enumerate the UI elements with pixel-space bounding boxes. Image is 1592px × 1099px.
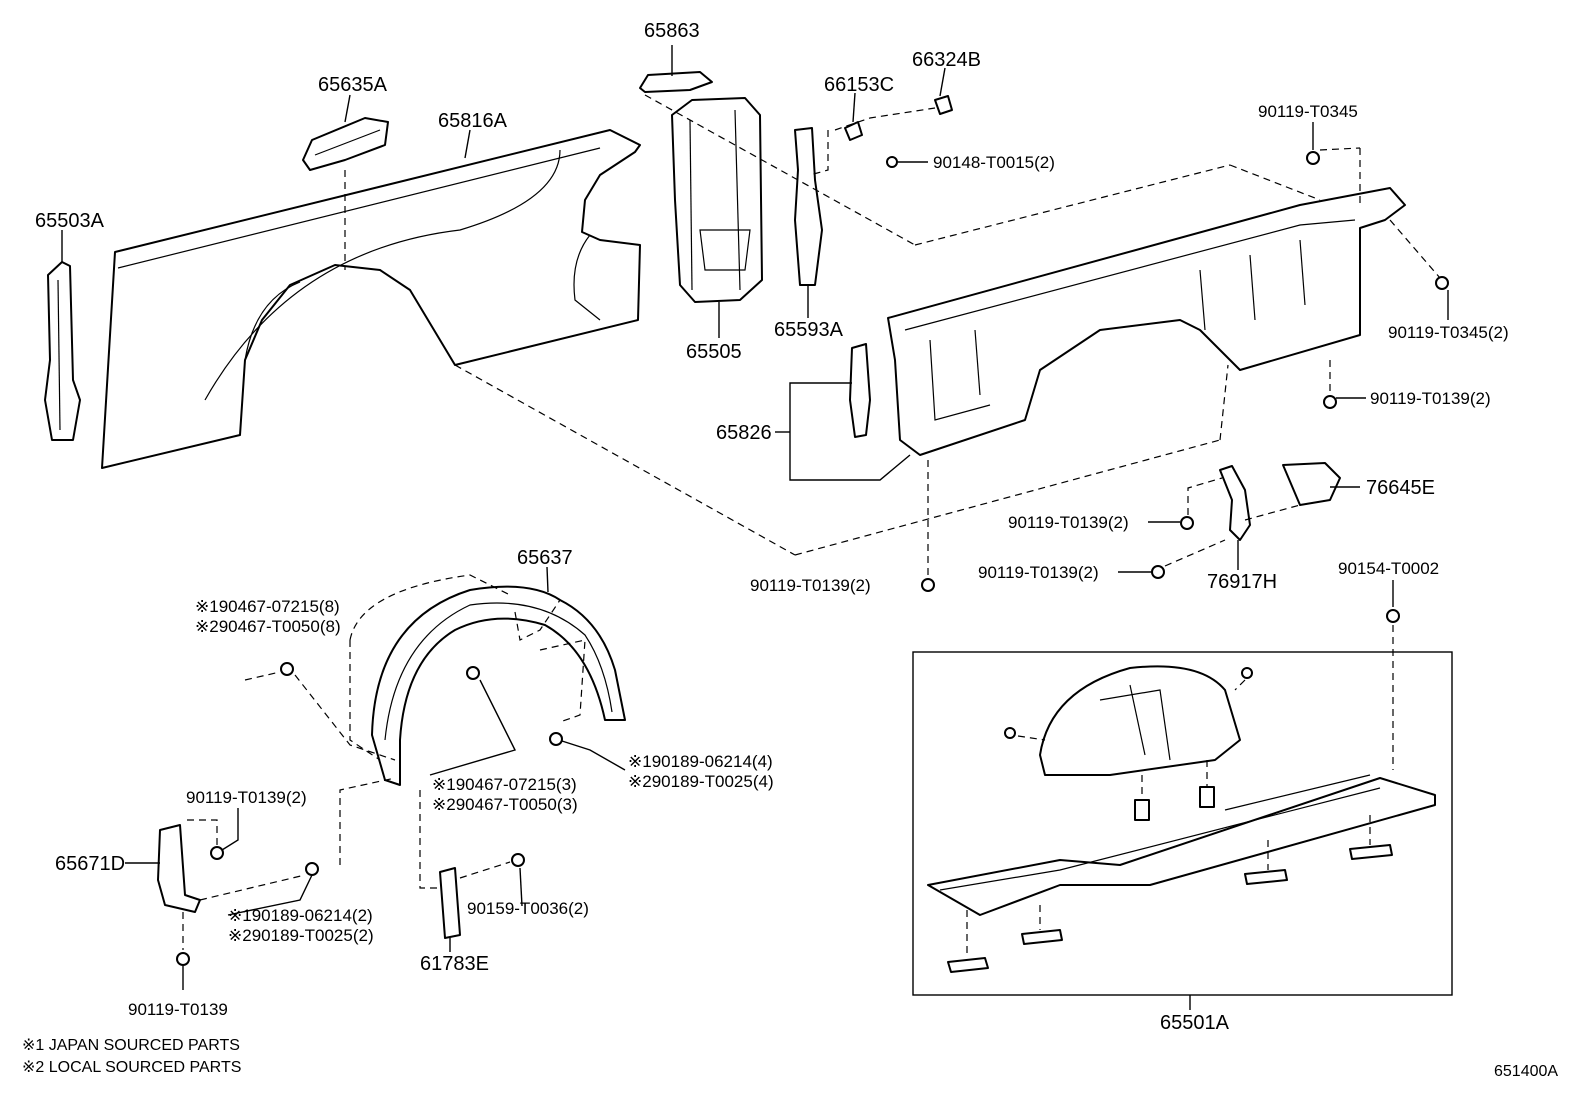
label-90189-06214-4: ※190189-06214(4) [628, 752, 773, 771]
label-65826: 65826 [716, 422, 772, 444]
label-65503A: 65503A [35, 210, 105, 232]
label-90467-T0050-3: ※290467-T0050(3) [432, 795, 578, 814]
label-65501A: 65501A [1160, 1012, 1230, 1034]
label-90119-T0345: 90119-T0345 [1258, 102, 1358, 121]
label-66324B: 66324B [912, 49, 981, 71]
label-90189-06214-2: ※190189-06214(2) [228, 906, 373, 925]
label-90467-07215-3: ※190467-07215(3) [432, 775, 577, 794]
label-90159-T0036: 90159-T0036(2) [467, 899, 589, 918]
part-65501A-floor-panel[interactable] [927, 774, 1436, 916]
label-90119-T0139: 90119-T0139 [128, 1000, 228, 1019]
label-65505: 65505 [686, 341, 742, 363]
label-65635A: 65635A [318, 74, 388, 96]
bolt-icons [176, 151, 1449, 973]
part-65863[interactable] [639, 71, 713, 93]
label-90119-T0139-2-c: 90119-T0139(2) [978, 563, 1099, 582]
label-90148-T0015: 90148-T0015(2) [933, 153, 1055, 172]
label-90189-T0025-4: ※290189-T0025(4) [628, 772, 774, 791]
part-66153C[interactable] [844, 121, 863, 141]
part-65635A[interactable] [302, 117, 389, 171]
part-65503A[interactable] [44, 261, 81, 441]
part-76645E[interactable] [1282, 462, 1341, 506]
label-90119-T0139-2-a: 90119-T0139(2) [1370, 389, 1491, 408]
part-inner-side-panel[interactable] [887, 187, 1406, 456]
part-65671D[interactable] [157, 824, 201, 913]
label-90467-07215-8: ※190467-07215(8) [195, 597, 340, 616]
label-90154-T0002: 90154-T0002 [1338, 559, 1439, 578]
part-65816A[interactable] [101, 129, 641, 469]
label-90189-T0025-2: ※290189-T0025(2) [228, 926, 374, 945]
leader-lines [61, 45, 1449, 1010]
label-76645E: 76645E [1366, 477, 1435, 499]
label-90119-T0139-2-d: 90119-T0139(2) [750, 576, 871, 595]
label-90119-T0139-2-b: 90119-T0139(2) [1008, 513, 1129, 532]
diagram-id: 651400A [1494, 1063, 1558, 1080]
label-66153C: 66153C [824, 74, 894, 96]
label-65593A: 65593A [774, 319, 844, 341]
box-65501A [912, 651, 1453, 996]
note-local-sourced: ※2 LOCAL SOURCED PARTS [22, 1059, 241, 1076]
label-90467-T0050-8: ※290467-T0050(8) [195, 617, 341, 636]
part-76917H[interactable] [1219, 465, 1251, 541]
part-65637[interactable] [371, 585, 626, 786]
part-65826[interactable] [849, 343, 871, 438]
part-65593A[interactable] [794, 127, 823, 286]
part-66324B[interactable] [934, 95, 953, 115]
part-61783E[interactable] [439, 867, 461, 939]
label-65637: 65637 [517, 547, 573, 569]
dashed-alignment-lines [182, 94, 1441, 958]
label-65863: 65863 [644, 20, 700, 42]
label-76917H: 76917H [1207, 571, 1277, 593]
part-65501A-wheelhouse[interactable] [1039, 665, 1241, 776]
label-65816A: 65816A [438, 110, 508, 132]
note-japan-sourced: ※1 JAPAN SOURCED PARTS [22, 1037, 240, 1054]
label-90119-T0139-2-e: 90119-T0139(2) [186, 788, 307, 807]
label-61783E: 61783E [420, 953, 489, 975]
label-65671D: 65671D [55, 853, 125, 875]
label-90119-T0345-2: 90119-T0345(2) [1388, 323, 1509, 342]
part-65505[interactable] [671, 97, 763, 303]
